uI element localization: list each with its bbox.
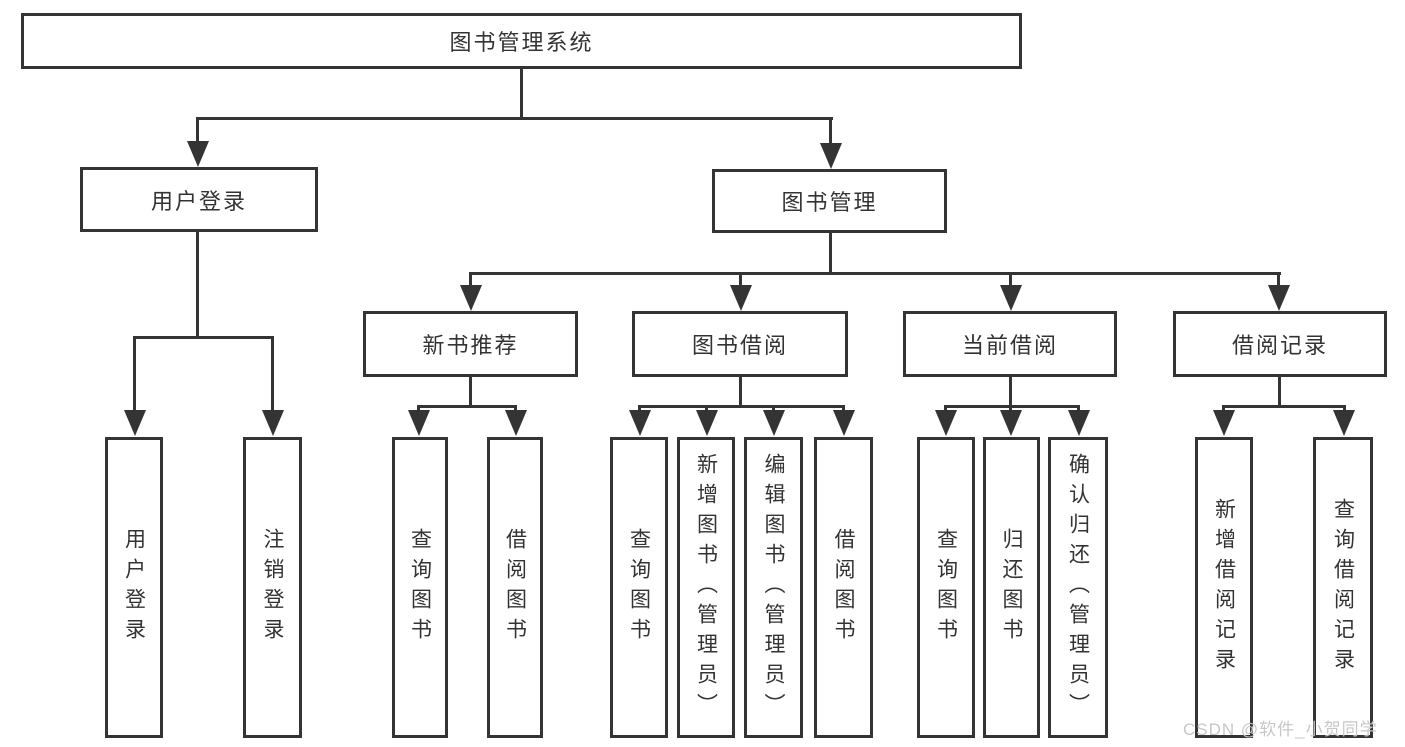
connector-line [944,405,947,414]
node-label: 图书借阅 [691,333,788,358]
node-label: 用户登录 [150,188,247,214]
leaf-query-borrow-record: 查询借阅记录 [1313,437,1373,738]
connector-line [196,117,199,145]
leaf-query-books-2: 查询图书 [610,437,668,738]
connector-line [1222,405,1346,408]
connector-line [417,405,517,408]
node-label: 借阅图书 [503,527,527,648]
arrowhead-down-icon [763,410,785,436]
node-label: 归还图书 [1000,527,1023,648]
leaf-borrow-books-1: 借阅图书 [487,437,543,738]
connector-line [1278,376,1281,407]
connector-line [469,272,472,288]
connector-line [772,405,775,414]
connector-line [1222,405,1225,414]
node-label: 图书管理 [781,190,878,215]
leaf-query-books-1: 查询图书 [392,437,448,738]
leaf-edit-book-admin: 编辑图书（管理员） [744,437,803,738]
node-label: 查询图书 [408,527,432,648]
connector-line [417,405,420,414]
connector-line [1009,405,1012,414]
leaf-add-book-admin: 新增图书（管理员） [677,437,735,738]
arrowhead-down-icon [124,410,146,436]
node-label: 编辑图书（管理员） [762,452,785,723]
csdn-watermark: CSDN @软件_小贺同学 [1183,720,1378,739]
connector-line [1009,272,1012,288]
arrowhead-down-icon [187,141,209,167]
arrowhead-down-icon [1213,410,1235,436]
node-label: 查询图书 [934,527,958,648]
leaf-user-login: 用户登录 [105,437,163,738]
connector-line [638,405,845,408]
connector-line [133,336,274,339]
node-label: 新书推荐 [422,333,519,358]
connector-line [1277,272,1280,288]
connector-line [1343,405,1346,414]
arrowhead-down-icon [1000,285,1022,311]
connector-line [196,117,833,120]
arrowhead-down-icon [408,410,430,436]
leaf-confirm-return-admin: 确认归还（管理员） [1048,437,1108,738]
arrowhead-down-icon [833,410,855,436]
connector-line [271,336,274,412]
connector-line [469,376,472,407]
arrowhead-down-icon [1068,410,1090,436]
node-new-book-recommend: 新书推荐 [363,311,578,377]
node-current-borrow: 当前借阅 [903,311,1117,377]
connector-line [1009,376,1012,407]
node-label: 注销登录 [261,527,284,648]
connector-line [638,405,641,414]
arrowhead-down-icon [935,410,957,436]
node-label: 新增借阅记录 [1212,497,1236,678]
arrowhead-down-icon [629,410,651,436]
connector-line [1077,405,1080,414]
node-label: 用户登录 [122,527,146,648]
arrowhead-down-icon [696,410,718,436]
connector-line [739,272,742,288]
connector-line [944,405,1080,408]
node-book-borrow: 图书借阅 [632,311,848,377]
leaf-add-borrow-record: 新增借阅记录 [1195,437,1253,738]
node-label: 确认归还（管理员） [1066,452,1090,723]
arrowhead-down-icon [460,285,482,311]
connector-line [829,117,832,147]
node-label: 图书管理系统 [449,30,594,55]
node-label: 借阅记录 [1231,333,1328,358]
node-label: 查询图书 [627,527,651,648]
arrowhead-down-icon [1268,285,1290,311]
connector-line [514,405,517,414]
node-borrow-records: 借阅记录 [1173,311,1387,377]
arrowhead-down-icon [505,410,527,436]
connector-line [469,272,1281,275]
leaf-query-books-3: 查询图书 [917,437,975,738]
arrowhead-down-icon [820,143,842,169]
node-root-system: 图书管理系统 [21,13,1022,69]
leaf-return-book: 归还图书 [983,437,1040,738]
node-label: 当前借阅 [961,333,1058,358]
connector-line [739,376,742,407]
connector-line [133,336,136,412]
arrowhead-down-icon [1000,410,1022,436]
node-label: 查询借阅记录 [1331,497,1355,678]
connector-line [196,231,199,338]
node-label: 新增图书（管理员） [694,452,718,723]
node-label: 借阅图书 [832,527,855,648]
arrowhead-down-icon [730,285,752,311]
leaf-logout: 注销登录 [243,437,302,738]
node-book-management: 图书管理 [712,169,947,233]
connector-line [842,405,845,414]
arrowhead-down-icon [262,410,284,436]
connector-line [705,405,708,414]
leaf-borrow-books-2: 借阅图书 [814,437,873,738]
connector-line [520,68,523,119]
node-user-login: 用户登录 [80,167,318,232]
arrowhead-down-icon [1333,410,1355,436]
connector-line [829,232,832,274]
